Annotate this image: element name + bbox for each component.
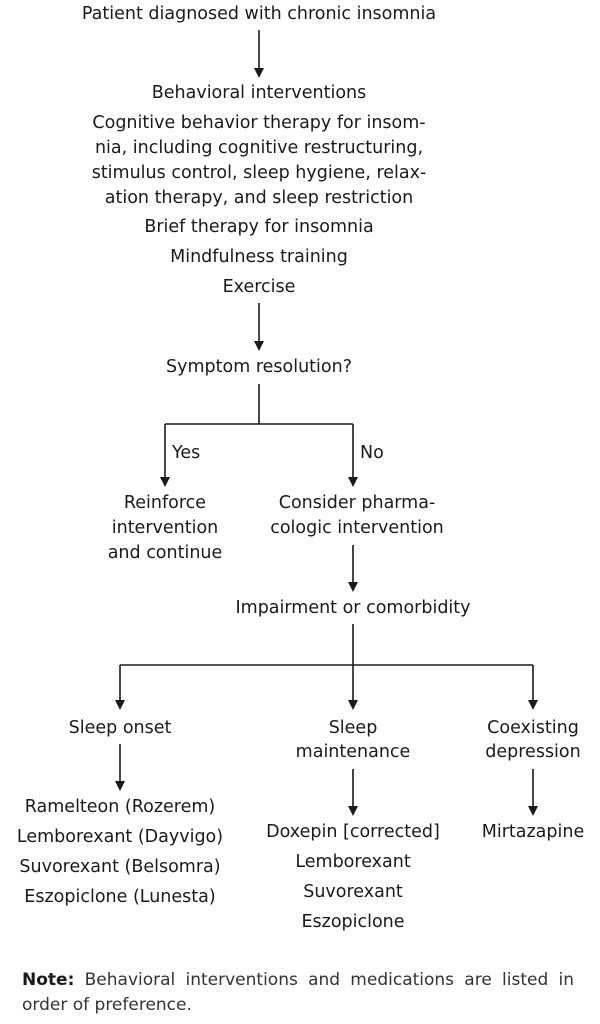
cbt-line-1: Cognitive behavior therapy for insom- <box>92 113 426 133</box>
brief-therapy: Brief therapy for insomnia <box>144 217 374 237</box>
coexisting-depression-title-1: Coexisting <box>487 718 579 738</box>
sleep-maintenance-title-2: maintenance <box>295 742 411 762</box>
onset-drug-2: Lemborexant (Dayvigo) <box>16 827 224 847</box>
note-text: Behavioral interventions and medications… <box>22 970 574 1015</box>
no-outcome-line-1: Consider pharma- <box>278 493 436 513</box>
exercise: Exercise <box>222 277 296 297</box>
maintenance-drug-3: Suvorexant <box>303 882 403 902</box>
symptom-resolution-question: Symptom resolution? <box>166 357 352 377</box>
cbt-line-3: stimulus control, sleep hygiene, relax- <box>91 163 427 183</box>
maintenance-drug-4: Eszopiclone <box>301 912 405 932</box>
cbt-line-2: nia, including cognitive restructuring, <box>94 138 424 158</box>
maintenance-drug-1: Doxepin [corrected] <box>266 822 440 842</box>
yes-outcome-line-2: intervention <box>111 518 219 538</box>
behavioral-heading: Behavioral interventions <box>151 83 367 103</box>
onset-drug-3: Suvorexant (Belsomra) <box>19 857 221 877</box>
sleep-onset-title: Sleep onset <box>68 718 172 738</box>
no-outcome-line-2: cologic intervention <box>270 518 444 538</box>
coexisting-depression-title-2: depression <box>485 742 581 762</box>
cbt-line-4: ation therapy, and sleep restriction <box>104 188 414 208</box>
impairment-node: Impairment or comorbidity <box>235 598 471 618</box>
footnote: Note: Behavioral interventions and medic… <box>22 968 574 1018</box>
yes-outcome-line-1: Reinforce <box>123 493 207 513</box>
start-node: Patient diagnosed with chronic insomnia <box>81 4 437 24</box>
depression-drug-1: Mirtazapine <box>481 822 585 842</box>
sleep-maintenance-title-1: Sleep <box>328 718 378 738</box>
onset-drug-1: Ramelteon (Rozerem) <box>24 797 216 817</box>
mindfulness-training: Mindfulness training <box>170 247 348 267</box>
yes-label: Yes <box>172 443 201 463</box>
no-label: No <box>360 443 384 463</box>
onset-drug-4: Eszopiclone (Lunesta) <box>24 887 216 907</box>
note-label: Note: <box>22 970 75 990</box>
yes-outcome-line-3: and continue <box>107 543 223 563</box>
maintenance-drug-2: Lemborexant <box>295 852 411 872</box>
